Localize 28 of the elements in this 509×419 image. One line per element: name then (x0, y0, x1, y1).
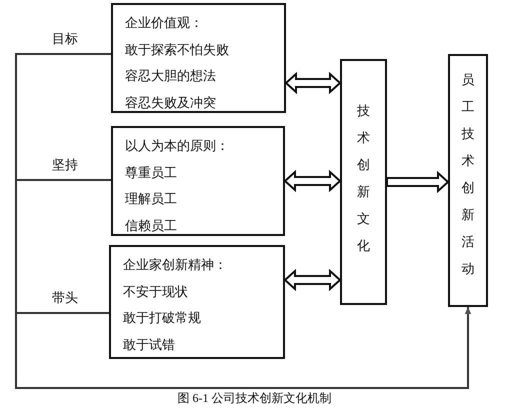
box-label: 技术创新文化 (356, 102, 370, 255)
double-arrow (284, 170, 342, 192)
text-box (109, 245, 285, 359)
feedback-arrow (15, 307, 471, 389)
process-box (448, 54, 488, 307)
edge-label: 带头 (52, 289, 78, 307)
text-box (111, 126, 285, 236)
list-item: 容忍失败及冲突 (125, 94, 216, 110)
list-item: 理解员工 (125, 191, 177, 207)
edge-label: 坚持 (52, 156, 78, 174)
edge-label: 目标 (52, 30, 78, 48)
list-item: 敢于试错 (123, 336, 175, 352)
list-item: 敢于探索不怕失败 (125, 42, 229, 58)
list-item: 不安于现状 (123, 284, 188, 300)
process-box (340, 59, 387, 305)
list-item: 信赖员工 (125, 218, 177, 234)
box-heading: 企业家创新精神： (123, 257, 227, 273)
double-arrow (284, 268, 342, 292)
double-arrow (284, 72, 342, 94)
list-item: 敢于打破常规 (123, 310, 201, 326)
box-heading: 企业价值观： (125, 15, 203, 31)
box-label: 员工技术创新活动 (461, 71, 475, 278)
caption: 图 6-1 公司技术创新文化机制 (176, 390, 332, 407)
box-heading: 以人为本的原则： (125, 138, 229, 154)
block-arrow (386, 170, 450, 194)
text-box (111, 3, 286, 113)
list-item: 容忍大胆的想法 (125, 68, 216, 84)
list-item: 尊重员工 (125, 164, 177, 180)
